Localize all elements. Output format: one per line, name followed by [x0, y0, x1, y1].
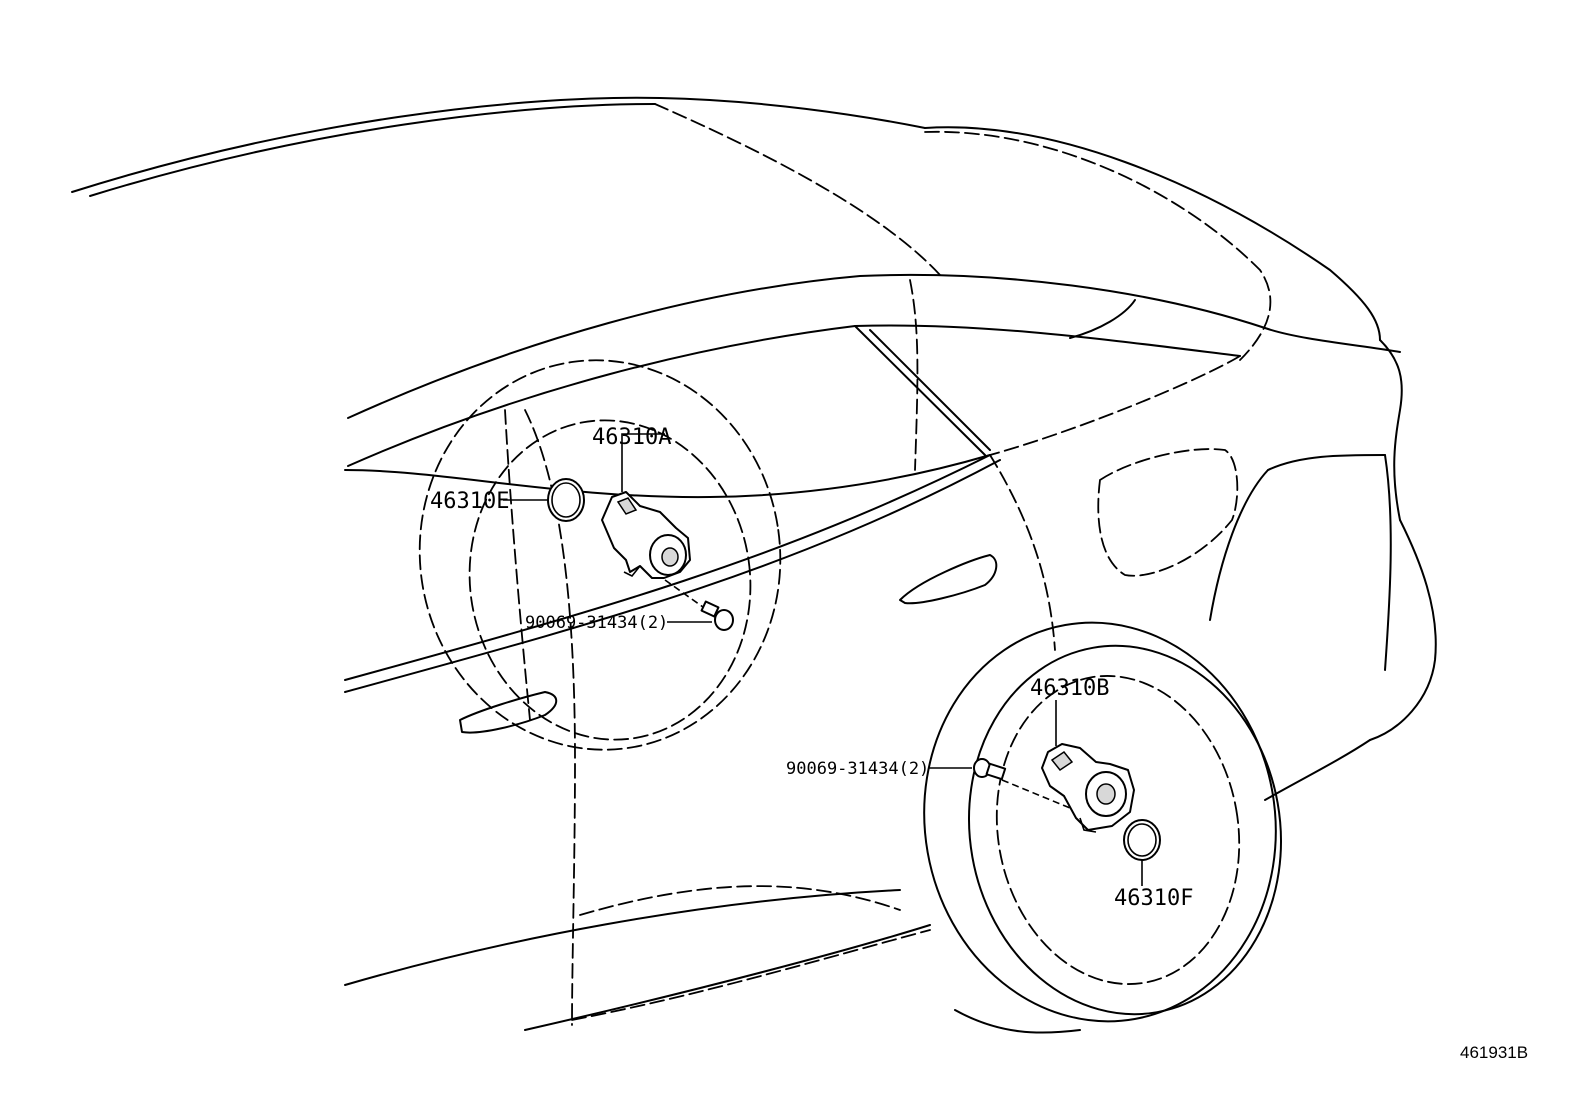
front-speed-sensor — [547, 478, 734, 631]
callout-46310f: 46310F — [1114, 886, 1193, 911]
vehicle-outline — [71, 96, 1437, 1031]
callout-46310e: 46310E — [430, 489, 509, 514]
leader-lines — [503, 433, 1143, 886]
rear-wheel — [923, 621, 1282, 1034]
callout-46310b: 46310B — [1030, 676, 1109, 701]
rear-bolt-icon — [973, 758, 1007, 781]
callout-bolt-lower: 90069-31434(2) — [786, 759, 929, 779]
front-wheel — [418, 359, 782, 751]
rear-speed-sensor — [973, 743, 1161, 861]
figure-reference: 461931B — [1460, 1043, 1528, 1062]
callout-labels: 46310A 46310E 90069-31434(2) 46310B 9006… — [430, 425, 1193, 911]
front-bolt-icon — [700, 600, 734, 631]
callout-bolt-upper: 90069-31434(2) — [525, 613, 668, 633]
callout-46310a: 46310A — [592, 425, 671, 450]
